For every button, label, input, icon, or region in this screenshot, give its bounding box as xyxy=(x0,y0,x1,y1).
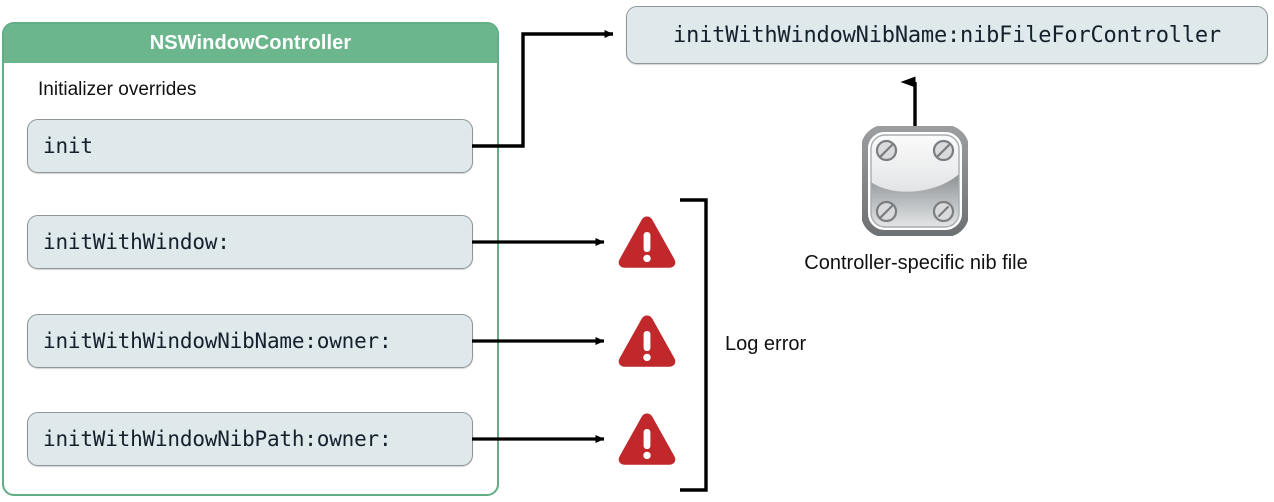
nib-file-icon xyxy=(862,126,968,236)
nib-file-caption: Controller-specific nib file xyxy=(804,252,1028,274)
warning-triangle-icon xyxy=(618,216,676,268)
warning-triangle-icon xyxy=(618,413,676,465)
log-error-bracket xyxy=(680,198,708,492)
method-label: initWithWindow: xyxy=(43,230,230,254)
method-label: initWithWindowNibPath:owner: xyxy=(43,427,392,451)
method-label: initWithWindowNibName:owner: xyxy=(43,329,392,353)
log-error-label: Log error xyxy=(725,333,807,355)
method-box-init[interactable]: init xyxy=(27,119,473,173)
result-box-label: initWithWindowNibName:nibFileForControll… xyxy=(673,22,1221,48)
result-box-init-with-window-nib-name[interactable]: initWithWindowNibName:nibFileForControll… xyxy=(626,6,1268,64)
warning-triangle-icon xyxy=(618,315,676,367)
method-box-init-with-window-nib-path-owner[interactable]: initWithWindowNibPath:owner: xyxy=(27,412,473,466)
class-header-title: NSWindowController xyxy=(149,32,352,54)
method-box-init-with-window-nib-name-owner[interactable]: initWithWindowNibName:owner: xyxy=(27,314,473,368)
method-label: init xyxy=(43,134,93,158)
class-header: NSWindowController xyxy=(4,24,497,63)
section-label-initializer-overrides: Initializer overrides xyxy=(38,79,197,100)
method-box-init-with-window[interactable]: initWithWindow: xyxy=(27,215,473,269)
